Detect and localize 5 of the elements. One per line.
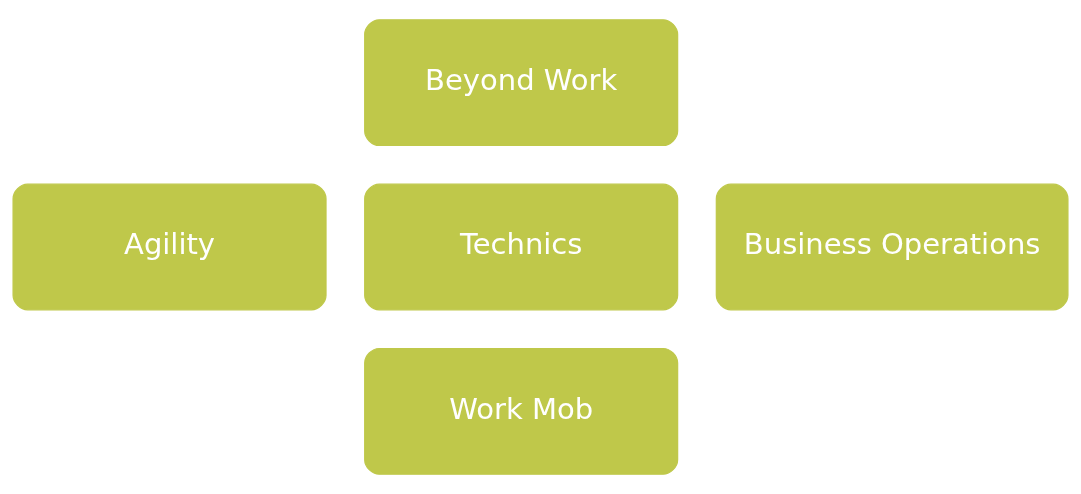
node-box: Technics	[364, 183, 679, 311]
node-box: Business Operations	[715, 183, 1069, 311]
node-box: Beyond Work	[364, 19, 679, 147]
node-box: Agility	[12, 183, 327, 311]
node-box: Work Mob	[364, 347, 679, 475]
